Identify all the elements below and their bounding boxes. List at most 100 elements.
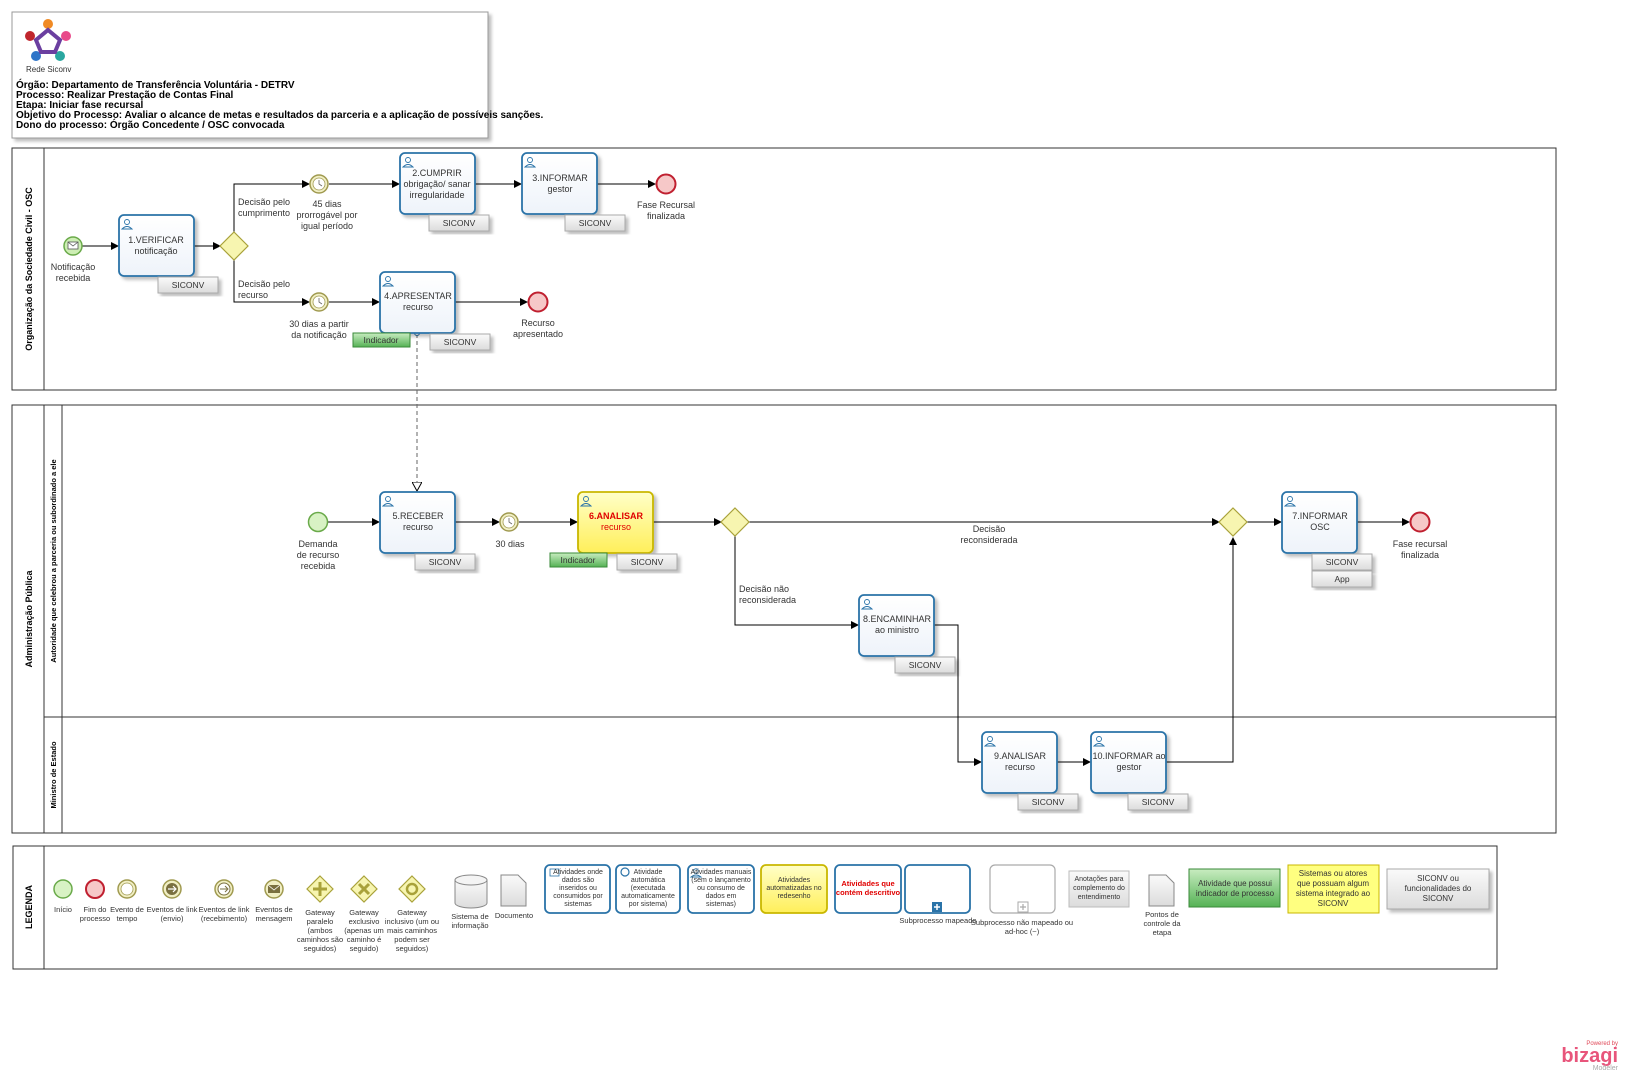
user-icon bbox=[860, 599, 874, 610]
legend-link-envio: Eventos de link (envio) bbox=[147, 879, 198, 923]
clock-icon bbox=[120, 882, 134, 896]
legend-sistemas-atores: Sistemas ou atores que possuam algum sis… bbox=[1287, 864, 1380, 914]
legend-pontos-controle: Pontos de controle da etapa bbox=[1143, 874, 1181, 937]
svg-text:SICONV: SICONV bbox=[172, 280, 205, 290]
svg-text:da notificação: da notificação bbox=[291, 330, 347, 340]
svg-text:prorrogável por: prorrogável por bbox=[296, 210, 357, 220]
svg-text:recebida: recebida bbox=[301, 561, 336, 571]
svg-text:Gateway: Gateway bbox=[305, 908, 335, 917]
siconv-tag-t10: SICONV bbox=[1127, 793, 1189, 811]
svg-text:Sistema de: Sistema de bbox=[451, 912, 489, 921]
svg-text:Evento de: Evento de bbox=[110, 905, 144, 914]
svg-text:Fase Recursal: Fase Recursal bbox=[637, 200, 695, 210]
x-icon bbox=[357, 882, 371, 896]
svg-text:2.CUMPRIR: 2.CUMPRIR bbox=[412, 168, 462, 178]
svg-text:funcionalidades do: funcionalidades do bbox=[1405, 884, 1472, 893]
svg-text:irregularidade: irregularidade bbox=[409, 190, 464, 200]
siconv-tag-t4: SICONV bbox=[429, 333, 491, 351]
siconv-tag-t3: SICONV bbox=[564, 214, 626, 232]
user-icon bbox=[381, 276, 395, 287]
task-2-cumprir-obrigacao[interactable]: 2.CUMPRIR obrigação/ sanar irregularidad… bbox=[399, 152, 476, 215]
svg-text:SICONV: SICONV bbox=[1326, 557, 1359, 567]
pool-osc: Organização da Sociedade Civil - OSC bbox=[11, 147, 1557, 391]
siconv-tag-t8: SICONV bbox=[894, 656, 956, 674]
task-8-encaminhar-ministro[interactable]: 8.ENCAMINHAR ao ministro bbox=[858, 594, 935, 657]
task-10-informar-gestor[interactable]: 10.INFORMAR ao gestor bbox=[1090, 731, 1167, 794]
indicador-tag-t6: Indicador bbox=[549, 552, 608, 568]
legend-tempo: Evento de tempo bbox=[110, 879, 144, 923]
svg-text:(ambos: (ambos bbox=[307, 926, 332, 935]
svg-text:(envio): (envio) bbox=[161, 914, 184, 923]
label-decisao-reconsiderada-1: Decisão bbox=[973, 524, 1006, 534]
legend-sistema-informacao: Sistema de informação bbox=[451, 874, 489, 930]
task-3-informar-gestor[interactable]: 3.INFORMAR gestor bbox=[521, 152, 598, 215]
svg-text:recurso: recurso bbox=[1005, 762, 1035, 772]
svg-text:Fase recursal: Fase recursal bbox=[1393, 539, 1448, 549]
svg-text:Atividade: Atividade bbox=[634, 869, 663, 876]
bizagi-logo: bizagi bbox=[1561, 1045, 1618, 1067]
svg-text:paralelo: paralelo bbox=[307, 917, 334, 926]
svg-text:10.INFORMAR ao: 10.INFORMAR ao bbox=[1092, 751, 1165, 761]
svg-text:Subprocesso mapeado: Subprocesso mapeado bbox=[899, 916, 976, 925]
svg-text:que possuam algum: que possuam algum bbox=[1297, 879, 1369, 888]
task-7-informar-osc[interactable]: 7.INFORMAR OSC bbox=[1281, 491, 1358, 554]
start-event-notificacao: Notificação recebida bbox=[51, 236, 95, 283]
svg-text:3.INFORMAR: 3.INFORMAR bbox=[532, 173, 588, 183]
svg-text:(executada: (executada bbox=[631, 885, 666, 892]
legend-atividade-manual: Atividades manuais (sem o lançamento ou … bbox=[687, 864, 755, 914]
pool-osc-label: Organização da Sociedade Civil - OSC bbox=[24, 187, 34, 351]
task-9-analisar-recurso[interactable]: 9.ANALISAR recurso bbox=[981, 731, 1058, 794]
svg-text:SICONV: SICONV bbox=[1142, 797, 1175, 807]
svg-text:etapa: etapa bbox=[1153, 928, 1173, 937]
gear-icon bbox=[620, 867, 630, 877]
database-icon bbox=[454, 874, 488, 909]
user-icon bbox=[983, 736, 997, 747]
siconv-tag-t7: SICONV bbox=[1311, 553, 1373, 571]
task-4-apresentar-recurso[interactable]: 4.APRESENTAR recurso bbox=[379, 271, 456, 334]
svg-text:gestor: gestor bbox=[1116, 762, 1141, 772]
svg-text:mensagem: mensagem bbox=[255, 914, 292, 923]
legend-link-recebimento: Eventos de link (recebimento) bbox=[199, 879, 250, 923]
svg-text:dados são: dados são bbox=[562, 877, 594, 884]
svg-text:5.RECEBER: 5.RECEBER bbox=[392, 511, 444, 521]
header-line-objetivo: Objetivo do Processo: Avaliar o alcance … bbox=[16, 110, 543, 121]
svg-text:6.ANALISAR: 6.ANALISAR bbox=[589, 511, 644, 521]
svg-text:8.ENCAMINHAR: 8.ENCAMINHAR bbox=[863, 614, 932, 624]
svg-text:por sistema): por sistema) bbox=[629, 901, 668, 908]
user-icon bbox=[1092, 736, 1106, 747]
pool-admin: Administração Pública Autoridade que cel… bbox=[11, 404, 1557, 834]
svg-text:ad-hoc (~): ad-hoc (~) bbox=[1005, 927, 1040, 936]
user-icon bbox=[689, 868, 703, 878]
svg-text:SICONV: SICONV bbox=[443, 218, 476, 228]
svg-text:SICONV: SICONV bbox=[579, 218, 612, 228]
svg-text:recebida: recebida bbox=[56, 273, 91, 283]
siconv-tag-t6: SICONV bbox=[616, 553, 678, 571]
legend-documento: Documento bbox=[495, 874, 533, 920]
user-icon bbox=[381, 496, 395, 507]
legend-gateway-exclusivo: Gateway exclusivo (apenas um caminho é s… bbox=[344, 875, 384, 953]
svg-text:Gateway: Gateway bbox=[349, 908, 379, 917]
app-tag-t7: App bbox=[1311, 570, 1373, 588]
task-6-analisar-recurso[interactable]: 6.ANALISAR recurso bbox=[577, 491, 654, 554]
task-5-receber-recurso[interactable]: 5.RECEBER recurso bbox=[379, 491, 456, 554]
svg-text:Fim do: Fim do bbox=[84, 905, 107, 914]
svg-text:Atividades que: Atividades que bbox=[841, 879, 894, 888]
sequence-flows-osc bbox=[82, 180, 656, 306]
header-line-dono: Dono do processo: Órgão Concedente / OSC… bbox=[16, 118, 285, 131]
legend-indicador: Atividade que possui indicador de proces… bbox=[1188, 868, 1281, 908]
header-line-etapa: Etapa: Iniciar fase recursal bbox=[16, 100, 144, 111]
legend-subprocesso-nao-mapeado: Subprocesso não mapeado ou ad-hoc (~) bbox=[971, 864, 1073, 936]
legend-atividade-descritivo: Atividades que contém descritivo bbox=[834, 864, 902, 914]
svg-text:recurso: recurso bbox=[601, 522, 631, 532]
svg-text:Subprocesso não mapeado ou: Subprocesso não mapeado ou bbox=[971, 918, 1073, 927]
svg-text:inseridos ou: inseridos ou bbox=[559, 885, 597, 892]
svg-text:ou consumo de: ou consumo de bbox=[697, 885, 745, 892]
svg-text:recurso: recurso bbox=[403, 522, 433, 532]
svg-text:sistemas: sistemas bbox=[564, 901, 592, 908]
svg-text:informação: informação bbox=[451, 921, 488, 930]
legend-atividade-automatica: Atividade automática (executada automati… bbox=[615, 864, 681, 914]
bizagi-watermark: Powered by bizagi Modeler bbox=[1561, 1041, 1618, 1072]
task-1-verificar-notificacao[interactable]: 1.VERIFICAR notificação bbox=[118, 214, 195, 277]
svg-text:inclusivo (um ou: inclusivo (um ou bbox=[385, 917, 439, 926]
